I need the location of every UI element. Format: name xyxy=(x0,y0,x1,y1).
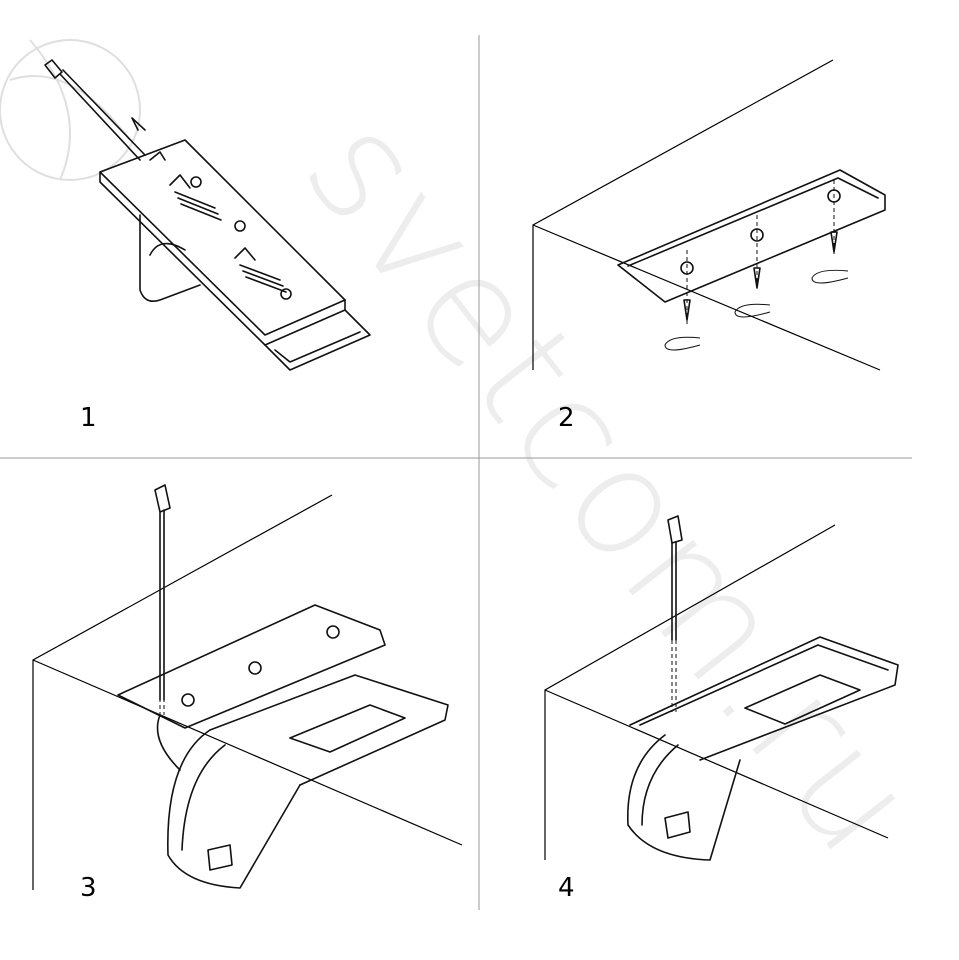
step-number-4: 4 xyxy=(558,873,575,903)
step4-illustration xyxy=(544,515,899,861)
step3-illustration xyxy=(32,484,463,890)
step2-illustration xyxy=(532,59,886,371)
step1-illustration xyxy=(44,59,371,371)
watermark: svetcom.ru xyxy=(272,85,953,888)
logo-watermark xyxy=(0,39,141,181)
step-number-1: 1 xyxy=(80,403,97,433)
step-number-3: 3 xyxy=(80,873,97,903)
step-number-2: 2 xyxy=(558,403,575,433)
